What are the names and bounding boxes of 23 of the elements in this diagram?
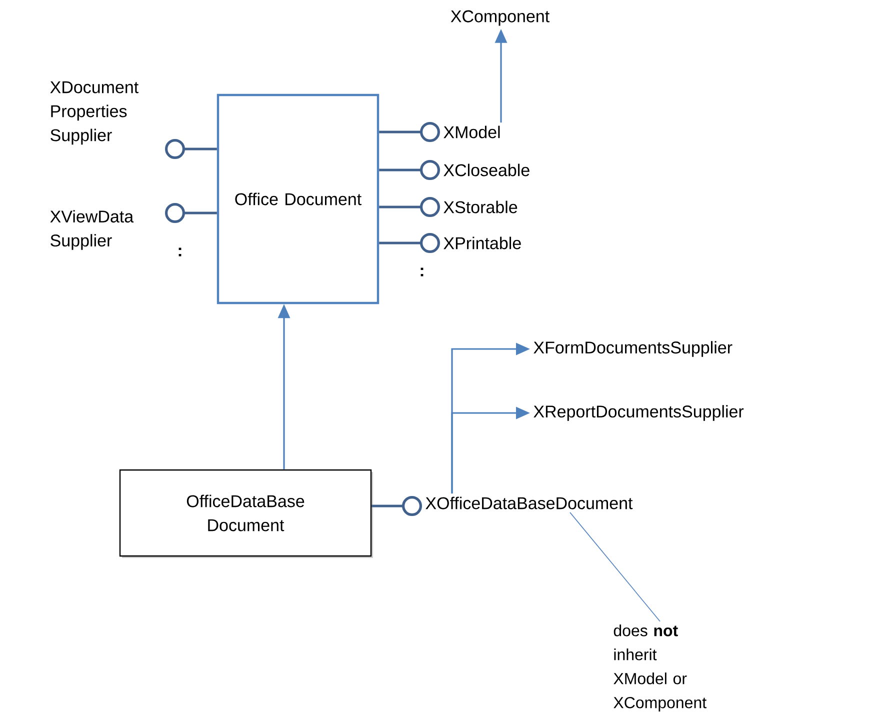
interface-label: XCloseable bbox=[444, 164, 530, 176]
interface-lollipop bbox=[165, 139, 217, 159]
class-box: OfficeDataBase Document bbox=[119, 469, 373, 558]
interface-label: XReportDocumentsSupplier bbox=[534, 405, 744, 421]
interface-label: XStorable bbox=[444, 200, 518, 214]
ellipsis-mark: : bbox=[178, 248, 182, 256]
interface-label: XDocument Properties Supplier bbox=[50, 81, 138, 145]
interface-lollipop bbox=[372, 496, 422, 516]
interface-label: XModel bbox=[444, 126, 500, 138]
interface-lollipop bbox=[165, 203, 217, 223]
interface-label: XViewData Supplier bbox=[50, 210, 134, 250]
interface-label: does not inherit XModel or XComponent bbox=[614, 624, 706, 712]
ellipsis-mark: : bbox=[420, 268, 424, 276]
interface-label: XOfficeDataBaseDocument bbox=[426, 496, 633, 510]
interface-label: XFormDocumentsSupplier bbox=[534, 341, 732, 357]
interface-lollipop bbox=[379, 197, 440, 217]
class-box: Office Document bbox=[216, 94, 380, 304]
interface-lollipop bbox=[379, 122, 440, 142]
leader-line bbox=[570, 512, 660, 622]
interface-label: XComponent bbox=[450, 10, 550, 26]
interface-lollipop bbox=[379, 233, 440, 253]
interface-lollipop bbox=[379, 160, 440, 180]
interface-label: XPrintable bbox=[444, 236, 521, 250]
